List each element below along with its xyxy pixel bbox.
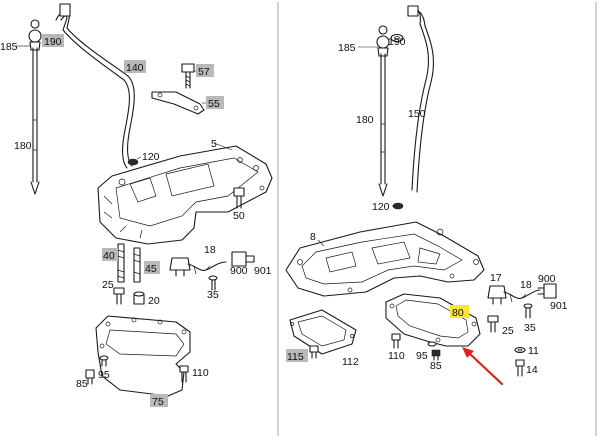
label-140: 140	[126, 62, 144, 74]
label-20: 20	[148, 295, 160, 307]
label-120-right: 120	[372, 201, 390, 213]
label-95-right: 95	[416, 350, 428, 362]
bolt-25-left	[113, 287, 125, 305]
label-25-right: 25	[502, 325, 514, 337]
oil-level-sensor-18-left	[169, 251, 255, 291]
part-11	[514, 346, 526, 354]
lower-oil-pan-75	[95, 315, 191, 397]
guide-tube-150	[407, 5, 434, 193]
label-112: 112	[342, 356, 359, 368]
left-panel	[15, 3, 273, 397]
callout-box-80-highlighted	[450, 305, 469, 318]
upper-oil-pan-5	[97, 145, 273, 245]
label-8: 8	[310, 231, 316, 243]
label-190-right: 190	[388, 36, 406, 48]
guide-tube-140	[55, 3, 135, 169]
callout-box-57	[196, 64, 214, 77]
label-185-right: 185	[338, 42, 356, 54]
label-11: 11	[528, 345, 539, 357]
label-14: 14	[526, 364, 538, 376]
label-110: 110	[192, 367, 209, 379]
label-120: 120	[142, 151, 160, 163]
label-50: 50	[233, 210, 245, 222]
bracket-55	[151, 91, 205, 115]
callout-box-75	[150, 394, 168, 407]
callout-box-55	[206, 96, 224, 109]
label-18: 18	[204, 244, 216, 256]
bolt-57	[181, 63, 195, 89]
label-900: 900	[230, 265, 248, 277]
bolt-25-right	[487, 315, 499, 333]
dipstick-180-right	[376, 25, 390, 197]
plug-120-right	[392, 202, 404, 210]
label-901-right: 901	[550, 300, 568, 312]
label-25: 25	[102, 279, 114, 291]
label-115: 115	[287, 351, 304, 363]
drain-plug-85-left	[85, 369, 95, 385]
callout-box-45	[144, 261, 160, 274]
label-900-right: 900	[538, 273, 556, 285]
washer-95-left	[99, 355, 109, 367]
washer-95-right	[427, 341, 437, 347]
plug-120-left	[127, 158, 139, 166]
label-45: 45	[145, 263, 157, 275]
washer-20	[133, 291, 145, 305]
label-95: 95	[98, 369, 110, 381]
label-35-right: 35	[524, 322, 536, 334]
right-panel-labels: 185 190 150 180 120 8 17 18 900 901 25 3…	[286, 36, 568, 376]
label-901: 901	[254, 265, 272, 277]
bolt-110-left	[179, 365, 189, 383]
seal-190-right	[390, 33, 404, 43]
label-40: 40	[103, 250, 115, 262]
drain-plug-85-right	[431, 349, 441, 361]
label-85: 85	[76, 378, 88, 390]
callout-box-190	[42, 34, 64, 47]
callout-box-140	[124, 60, 146, 73]
label-55: 55	[208, 98, 220, 110]
label-190: 190	[44, 36, 62, 48]
label-110-right: 110	[388, 350, 405, 362]
oil-level-sensor-17-18-right	[487, 283, 557, 319]
label-17: 17	[490, 272, 502, 284]
stud-45	[133, 247, 141, 283]
label-85-right: 85	[430, 360, 442, 372]
label-80: 80	[452, 307, 464, 319]
callout-box-40	[102, 248, 118, 261]
label-180-right: 180	[356, 114, 374, 126]
label-75: 75	[152, 396, 164, 408]
oil-pan-cover-115	[289, 309, 357, 355]
bolt-14	[515, 359, 525, 377]
dipstick-180-left	[28, 19, 42, 195]
label-18-right: 18	[520, 279, 532, 291]
callout-box-115	[286, 349, 308, 362]
bolt-112	[309, 345, 319, 359]
oil-pan-baffle-80	[385, 293, 481, 347]
left-panel-labels: 185 190 140 57 55 180 120 5 50 40 45 25 …	[0, 34, 272, 408]
stud-40	[117, 243, 125, 283]
label-5: 5	[211, 138, 217, 150]
label-35: 35	[207, 289, 219, 301]
red-pointer-arrow	[462, 347, 504, 386]
bolt-110-right	[391, 333, 401, 349]
label-185: 185	[0, 41, 18, 53]
upper-oil-pan-8	[285, 221, 485, 297]
label-150: 150	[408, 108, 426, 120]
label-180: 180	[14, 140, 32, 152]
bolt-50-left	[233, 187, 245, 209]
label-57: 57	[198, 66, 210, 78]
right-panel	[285, 5, 557, 386]
